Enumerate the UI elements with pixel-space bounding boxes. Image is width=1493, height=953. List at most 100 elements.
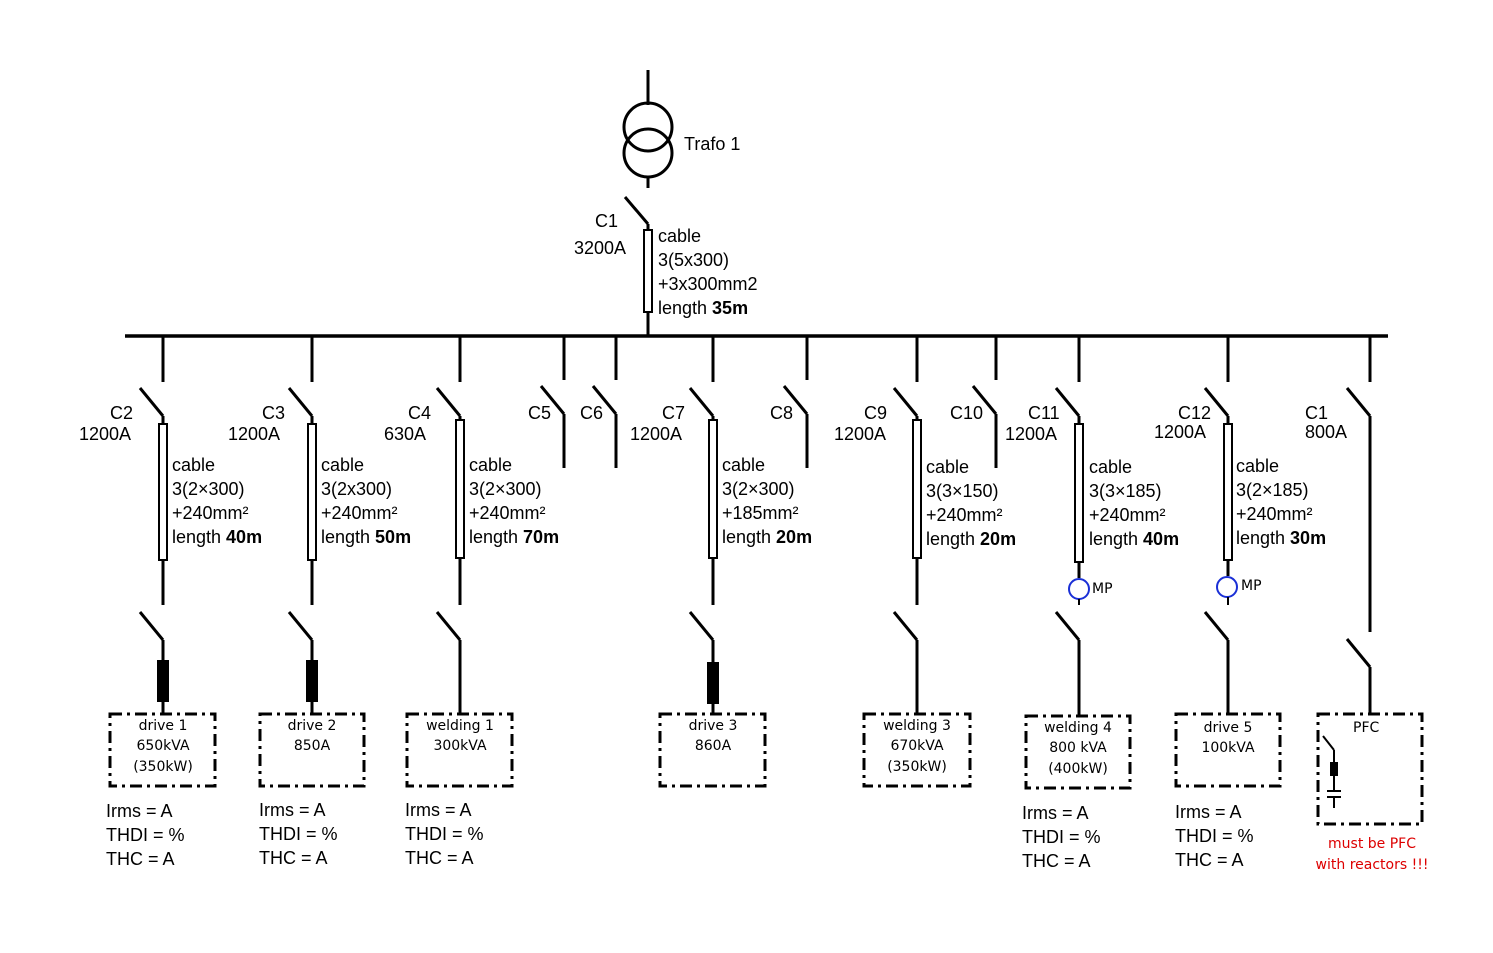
meas-thc: THC = A xyxy=(1175,850,1244,870)
pfc-box xyxy=(1316,712,1424,826)
load-box xyxy=(658,712,767,788)
meas-thc: THC = A xyxy=(259,848,328,868)
drive-symbol xyxy=(707,662,719,704)
breaker-label: C12 xyxy=(1178,403,1211,423)
drive-symbol xyxy=(157,660,169,702)
breaker-switch xyxy=(1345,387,1372,417)
measuring-point-label: MP xyxy=(1092,581,1113,597)
pfc-switch xyxy=(1322,735,1335,751)
cable-length: length 30m xyxy=(1236,528,1326,548)
cable-symbol xyxy=(1074,423,1084,563)
cable-line-1: cable xyxy=(926,457,969,477)
main-breaker-rating: 3200A xyxy=(574,238,626,258)
main-cable-line-2: 3(5x300) xyxy=(658,250,729,270)
breaker-label: C5 xyxy=(528,403,551,423)
cable-line-3: +240mm² xyxy=(172,503,249,523)
load-switch xyxy=(435,611,462,641)
cable-line-1: cable xyxy=(1089,457,1132,477)
meas-irms: Irms = A xyxy=(259,800,326,820)
main-cable-length: length 35m xyxy=(658,298,748,318)
breaker-label: C1 xyxy=(1305,403,1328,423)
feeder-c6: C6 xyxy=(580,336,618,468)
load-rating: 100kVA xyxy=(1201,740,1255,756)
load-switch xyxy=(892,611,919,641)
breaker-switch xyxy=(435,387,462,417)
load-name: drive 5 xyxy=(1204,720,1253,736)
load-rating: 670kVA xyxy=(890,738,944,754)
cable-symbol xyxy=(1223,423,1233,561)
load-switch xyxy=(1345,638,1372,668)
cable-line-1: cable xyxy=(172,455,215,475)
load-power: (350kW) xyxy=(133,759,193,775)
load-name: welding 1 xyxy=(426,718,494,734)
feeder-c5: C5 xyxy=(528,336,566,468)
meas-thc: THC = A xyxy=(405,848,474,868)
measuring-point-label: MP xyxy=(1241,578,1262,594)
breaker-label: C6 xyxy=(580,403,603,423)
feeder-pfc: C1 800A PFC must be PFC with reactors !!… xyxy=(1305,336,1428,873)
meas-irms: Irms = A xyxy=(405,800,472,820)
feeder-c7: C7 1200A cable 3(2×300) +185mm² length 2… xyxy=(630,336,812,788)
pfc-note-line-2: with reactors !!! xyxy=(1316,857,1429,873)
load-rating: 860A xyxy=(695,738,732,754)
meas-thdi: THDI = % xyxy=(1022,827,1101,847)
breaker-switch xyxy=(591,385,618,415)
main-breaker-switch xyxy=(623,196,650,225)
meas-irms: Irms = A xyxy=(106,801,173,821)
breaker-switch xyxy=(1203,387,1230,417)
cable-line-3: +240mm² xyxy=(469,503,546,523)
cable-symbol xyxy=(307,423,317,561)
feeder-c12: C12 1200A cable 3(2×185) +240mm² length … xyxy=(1154,336,1326,870)
breaker-label: C10 xyxy=(950,403,983,423)
cable-line-1: cable xyxy=(722,455,765,475)
cable-line-3: +240mm² xyxy=(321,503,398,523)
feeder-c3: C3 1200A cable 3(2x300) +240mm² length 5… xyxy=(228,336,411,868)
feeder-c9: C9 1200A cable 3(3×150) +240mm² length 2… xyxy=(834,336,1016,788)
breaker-rating: 1200A xyxy=(1154,422,1206,442)
breaker-rating: 630A xyxy=(384,424,426,444)
meas-thdi: THDI = % xyxy=(1175,826,1254,846)
cable-line-3: +185mm² xyxy=(722,503,799,523)
main-cable-symbol xyxy=(643,229,653,313)
meas-thdi: THDI = % xyxy=(106,825,185,845)
breaker-switch xyxy=(138,387,165,417)
breaker-label: C4 xyxy=(408,403,431,423)
feeder-c2: C2 1200A cable 3(2×300) +240mm² length 4… xyxy=(79,336,262,869)
breaker-label: C3 xyxy=(262,403,285,423)
meas-irms: Irms = A xyxy=(1175,802,1242,822)
breaker-switch xyxy=(539,385,566,415)
cable-line-2: 3(2x300) xyxy=(321,479,392,499)
measuring-point-icon xyxy=(1216,576,1238,598)
reactor-symbol xyxy=(1330,762,1338,776)
breaker-switch xyxy=(782,385,809,415)
feeder-c8: C8 xyxy=(770,336,809,468)
load-box xyxy=(1024,714,1132,790)
cable-symbol xyxy=(912,419,922,559)
meas-thc: THC = A xyxy=(106,849,175,869)
load-power: (350kW) xyxy=(887,759,947,775)
load-box xyxy=(258,712,366,788)
cable-length: length 20m xyxy=(722,527,812,547)
transformer-label: Trafo 1 xyxy=(684,134,740,154)
breaker-switch xyxy=(1054,387,1081,417)
pfc-note-line-1: must be PFC xyxy=(1328,836,1416,852)
transformer: Trafo 1 xyxy=(622,70,740,188)
breaker-rating: 1200A xyxy=(1005,424,1057,444)
breaker-rating: 1200A xyxy=(228,424,280,444)
breaker-switch xyxy=(892,387,919,417)
load-name: drive 2 xyxy=(288,718,337,734)
cable-length: length 40m xyxy=(1089,529,1179,549)
measuring-point-icon xyxy=(1068,578,1090,600)
breaker-label: C2 xyxy=(110,403,133,423)
cable-line-3: +240mm² xyxy=(1236,504,1313,524)
breaker-rating: 800A xyxy=(1305,422,1347,442)
load-name: welding 4 xyxy=(1044,720,1112,736)
feeder-c11: C11 1200A cable 3(3×185) +240mm² length … xyxy=(1005,336,1179,871)
main-breaker-label: C1 xyxy=(595,211,618,231)
breaker-switch xyxy=(688,387,715,417)
meas-thc: THC = A xyxy=(1022,851,1091,871)
breaker-rating: 1200A xyxy=(630,424,682,444)
load-switch xyxy=(287,611,314,641)
load-rating: 850A xyxy=(294,738,331,754)
